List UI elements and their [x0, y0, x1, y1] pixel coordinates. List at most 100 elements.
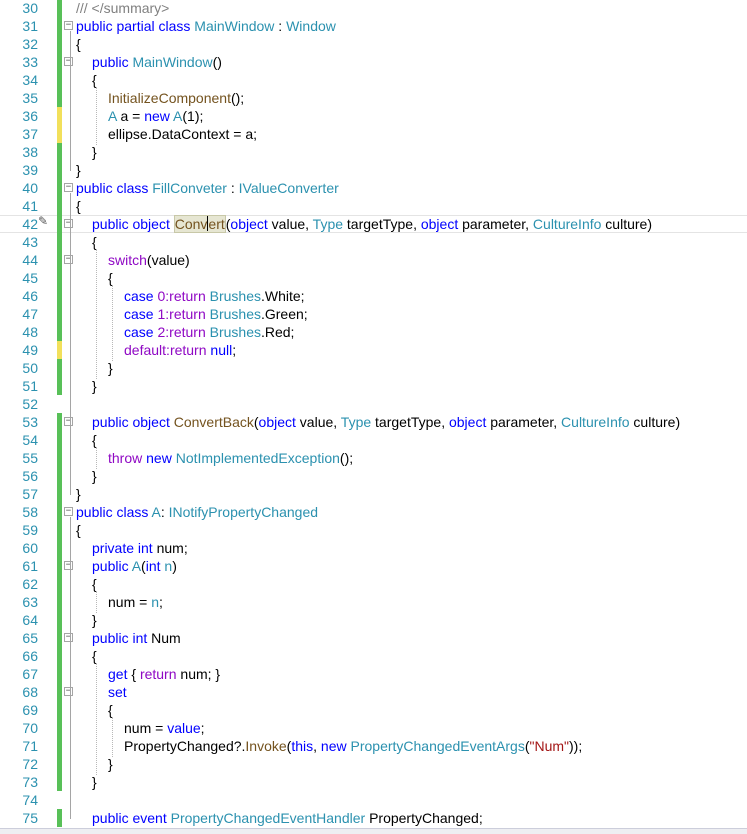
code-line[interactable]: 59 {: [0, 521, 747, 539]
change-marker: [57, 251, 62, 269]
code-text: {: [76, 521, 81, 539]
line-number: 45: [22, 270, 38, 286]
collapse-box-icon[interactable]: −: [64, 56, 73, 66]
code-line[interactable]: 50}: [0, 359, 747, 377]
line-number: 65: [22, 630, 38, 646]
change-marker: [57, 125, 62, 143]
code-text: num = value;: [124, 719, 205, 737]
code-line[interactable]: 33−public MainWindow(): [0, 53, 747, 71]
code-line[interactable]: 54{: [0, 431, 747, 449]
code-line[interactable]: 32{: [0, 35, 747, 53]
code-line[interactable]: 62{: [0, 575, 747, 593]
collapse-box-icon[interactable]: −: [64, 416, 73, 426]
code-line[interactable]: 66{: [0, 647, 747, 665]
code-token: A: [131, 558, 142, 574]
change-marker: [57, 503, 62, 521]
code-token: num;: [156, 540, 188, 556]
code-line[interactable]: 31−public partial class MainWindow : Win…: [0, 17, 747, 35]
code-line[interactable]: 34{: [0, 71, 747, 89]
code-token: {: [76, 522, 81, 538]
collapse-box-icon[interactable]: −: [64, 218, 73, 228]
change-marker: [57, 575, 62, 593]
code-text: default:return null;: [124, 341, 236, 359]
code-line[interactable]: 43{: [0, 233, 747, 251]
code-line[interactable]: 40−public class FillConveter : IValueCon…: [0, 179, 747, 197]
code-text: {: [92, 575, 97, 593]
code-token: int: [145, 558, 165, 574]
code-line[interactable]: 69{: [0, 701, 747, 719]
line-number: 40: [22, 180, 38, 196]
collapse-box-icon[interactable]: −: [64, 182, 73, 192]
code-line[interactable]: 45 {: [0, 269, 747, 287]
code-line[interactable]: 74: [0, 791, 747, 809]
line-number: 50: [22, 360, 38, 376]
change-marker: [57, 701, 62, 719]
collapse-box-icon[interactable]: −: [64, 20, 73, 30]
line-number: 51: [22, 378, 38, 394]
code-token: num =: [124, 720, 168, 736]
collapse-box-icon[interactable]: −: [64, 632, 73, 642]
code-line[interactable]: 58−public class A: INotifyPropertyChange…: [0, 503, 747, 521]
code-line[interactable]: 44−switch(value): [0, 251, 747, 269]
code-token: }: [92, 612, 97, 628]
code-line[interactable]: 38}: [0, 143, 747, 161]
code-line[interactable]: 52: [0, 395, 747, 413]
line-number: 55: [22, 450, 38, 466]
code-token: MainWindow: [132, 54, 213, 70]
code-token: new: [146, 450, 176, 466]
code-line[interactable]: 73}: [0, 773, 747, 791]
code-line[interactable]: 68−set: [0, 683, 747, 701]
line-number: 52: [22, 396, 38, 412]
code-line[interactable]: 42−public object Convert(object value, T…: [0, 215, 747, 233]
code-line[interactable]: 64}: [0, 611, 747, 629]
code-text: case 0:return Brushes.White;: [124, 287, 305, 305]
line-number: 41: [22, 198, 38, 214]
collapse-box-icon[interactable]: −: [64, 560, 73, 570]
line-number: 59: [22, 522, 38, 538]
line-number: 67: [22, 666, 38, 682]
code-token: Brushes: [209, 306, 261, 322]
code-line[interactable]: 53−public object ConvertBack(object valu…: [0, 413, 747, 431]
code-token: (value): [146, 252, 190, 268]
code-token: ));: [569, 738, 583, 754]
code-token: {: [108, 270, 113, 286]
change-marker: [57, 665, 62, 683]
code-line[interactable]: 65−public int Num: [0, 629, 747, 647]
code-token: .Green;: [260, 306, 308, 322]
pencil-icon[interactable]: ✎: [38, 214, 49, 228]
code-line[interactable]: 56}: [0, 467, 747, 485]
code-token: get: [108, 666, 128, 682]
code-token: Num: [151, 630, 181, 646]
code-line[interactable]: 72}: [0, 755, 747, 773]
change-marker: [57, 323, 62, 341]
collapse-box-icon[interactable]: −: [64, 686, 73, 696]
code-line[interactable]: 51}: [0, 377, 747, 395]
code-line[interactable]: 39}: [0, 161, 747, 179]
code-token: PropertyChanged?.: [124, 738, 246, 754]
code-line[interactable]: 30/// </summary>: [0, 0, 747, 17]
change-marker: [57, 89, 62, 107]
code-line[interactable]: 57}: [0, 485, 747, 503]
line-number: 39: [22, 162, 38, 178]
collapse-box-icon[interactable]: −: [64, 254, 73, 264]
line-number: 58: [22, 504, 38, 520]
code-line[interactable]: 61−public A(int n): [0, 557, 747, 575]
collapse-box-icon[interactable]: −: [64, 506, 73, 516]
code-line[interactable]: 41{: [0, 197, 747, 215]
code-token: }: [76, 486, 81, 502]
